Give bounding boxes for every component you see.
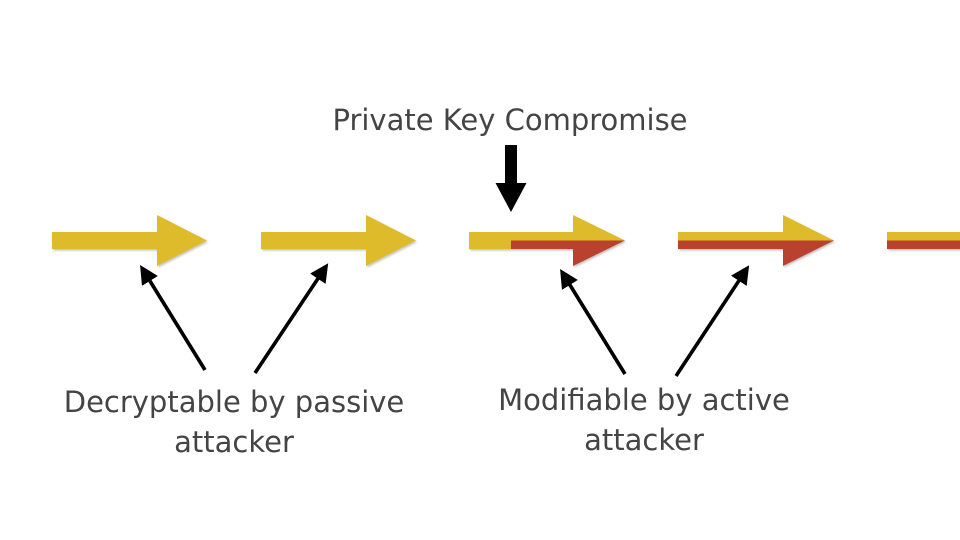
message-arrow-4 xyxy=(678,215,834,266)
message-arrow-1 xyxy=(52,215,207,266)
message-arrow-3 xyxy=(469,215,625,266)
passive-attacker-label: Decryptable by passive attacker xyxy=(34,382,434,462)
pointer-arrow-icon xyxy=(674,265,750,377)
arrow-head-top xyxy=(783,215,834,241)
arrow-head xyxy=(157,215,207,266)
arrow-shaft xyxy=(52,232,158,249)
arrow-shaft-top xyxy=(511,232,574,241)
arrow-shaft-bottom xyxy=(887,240,960,249)
arrow-shaft-clean xyxy=(469,232,512,249)
pointer-arrow-icon xyxy=(560,269,627,375)
arrow-shaft xyxy=(261,232,367,249)
arrow-head xyxy=(366,215,416,266)
active-label-line-2: attacker xyxy=(584,423,704,457)
compromise-label-text: Private Key Compromise xyxy=(332,103,688,137)
arrow-shaft-top xyxy=(887,232,960,241)
arrow-head-top xyxy=(573,215,625,241)
message-arrow-2 xyxy=(261,215,416,266)
arrow-head-bottom xyxy=(573,240,625,266)
active-attacker-label: Modifiable by active attacker xyxy=(444,380,844,460)
pointer-arrow-icon xyxy=(140,265,207,371)
arrow-shaft-top xyxy=(678,232,784,241)
active-label-line-1: Modifiable by active xyxy=(498,383,790,417)
arrow-shaft-bottom xyxy=(511,240,574,249)
down-arrow-icon xyxy=(495,145,527,212)
passive-label-line-2: attacker xyxy=(174,425,294,459)
message-arrow-5 xyxy=(887,232,960,249)
pointer-arrow-icon xyxy=(253,263,329,374)
arrow-shaft-bottom xyxy=(678,240,784,249)
passive-label-line-1: Decryptable by passive xyxy=(63,385,405,419)
arrow-head-bottom xyxy=(783,240,834,266)
compromise-label: Private Key Compromise xyxy=(300,100,720,140)
